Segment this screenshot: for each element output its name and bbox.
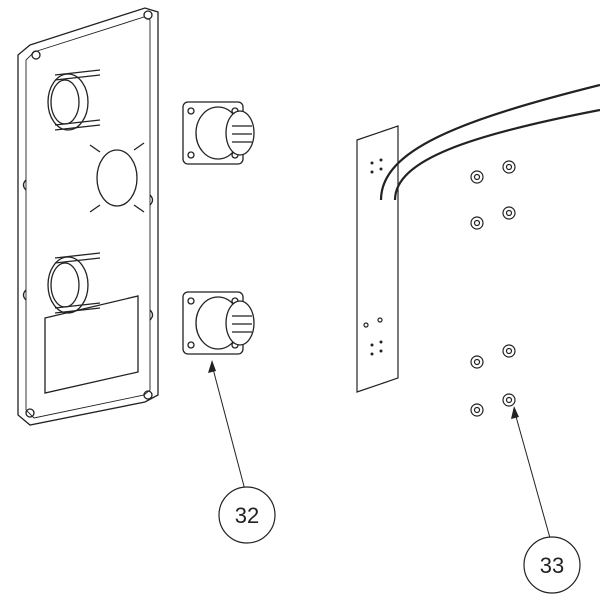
callout-label-33: 33 bbox=[540, 553, 564, 578]
panel-cap-middle bbox=[89, 142, 145, 213]
arrowhead-32 bbox=[208, 360, 216, 373]
nut bbox=[502, 160, 516, 174]
nut bbox=[470, 216, 484, 230]
terminal-strip bbox=[356, 125, 399, 393]
nut bbox=[470, 403, 484, 417]
panel-connector-bottom bbox=[47, 252, 101, 314]
panel-connector-top bbox=[47, 69, 101, 131]
callout-label-32: 32 bbox=[235, 503, 259, 528]
flange-connector-item-32 bbox=[182, 291, 255, 355]
nut-set bbox=[470, 160, 516, 417]
nut bbox=[470, 170, 484, 184]
cable-pair bbox=[379, 83, 600, 201]
panel-window bbox=[44, 295, 139, 394]
leader-line-33 bbox=[514, 412, 551, 539]
callout-circle-32 bbox=[218, 486, 276, 544]
nut bbox=[470, 355, 484, 369]
flange-connector-upper bbox=[182, 101, 255, 165]
nut bbox=[502, 344, 516, 358]
callout-33: 33 bbox=[511, 406, 581, 594]
nut bbox=[502, 206, 516, 220]
arrowhead-33 bbox=[511, 406, 519, 419]
callout-circle-33 bbox=[523, 536, 581, 594]
leader-line-32 bbox=[211, 364, 246, 491]
front-panel bbox=[17, 7, 159, 426]
callout-32: 32 bbox=[208, 360, 276, 544]
nut-item-33 bbox=[502, 393, 516, 407]
